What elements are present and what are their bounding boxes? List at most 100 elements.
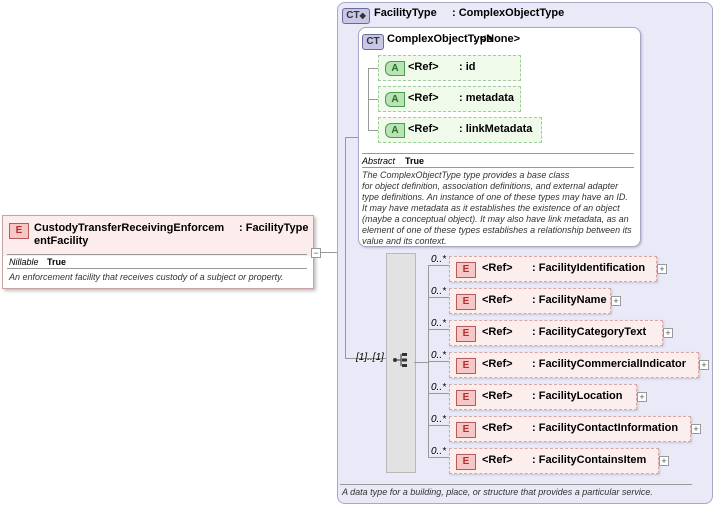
root-element-name-line2: entFacility xyxy=(34,235,89,247)
element-badge-icon: E xyxy=(456,262,476,278)
root-element-box[interactable]: E CustodyTransferReceivingEnforcem : Fac… xyxy=(2,215,314,289)
attribute-badge-icon: A xyxy=(385,123,405,138)
connector-line xyxy=(428,425,449,426)
complex-type-badge-icon: CT xyxy=(362,34,384,50)
element-facility-name[interactable]: E <Ref> : FacilityName xyxy=(449,288,611,314)
sequence-cardinality: [1]..[1] xyxy=(356,352,384,363)
connector-line xyxy=(368,68,378,69)
attribute-id[interactable]: A <Ref> : id xyxy=(378,55,521,81)
complex-object-type-description: The ComplexObjectType type provides a ba… xyxy=(362,170,637,247)
connector-line xyxy=(312,252,338,253)
complex-type-badge-icon: CT◆ xyxy=(342,8,370,24)
connector-line xyxy=(345,137,346,358)
divider xyxy=(362,167,634,168)
element-facility-identification[interactable]: E <Ref> : FacilityIdentification xyxy=(449,256,657,282)
element-cardinality: 0..* xyxy=(431,318,447,329)
connector-line xyxy=(345,358,387,359)
element-cardinality: 0..* xyxy=(431,382,447,393)
connector-line xyxy=(368,99,378,100)
element-ref: <Ref> xyxy=(482,326,513,338)
root-element-description: An enforcement facility that receives cu… xyxy=(9,272,284,282)
element-facility-category-text[interactable]: E <Ref> : FacilityCategoryText xyxy=(449,320,663,346)
nillable-value: True xyxy=(47,257,67,267)
description-line: element of one of these types establishe… xyxy=(362,225,632,235)
element-ref: <Ref> xyxy=(482,262,513,274)
facility-type-base: : ComplexObjectType xyxy=(452,7,565,19)
facility-type-description: A data type for a building, place, or st… xyxy=(342,487,653,497)
element-ref: <Ref> xyxy=(482,358,513,370)
element-badge-icon: E xyxy=(456,390,476,406)
divider xyxy=(7,254,307,255)
element-facility-contact-information[interactable]: E <Ref> : FacilityContactInformation xyxy=(449,416,691,442)
attribute-metadata[interactable]: A <Ref> : metadata xyxy=(378,86,521,112)
element-type: : FacilityIdentification xyxy=(532,262,646,274)
element-badge-icon: E xyxy=(9,223,29,239)
element-facility-commercial-indicator[interactable]: E <Ref> : FacilityCommercialIndicator xyxy=(449,352,699,378)
element-badge-icon: E xyxy=(456,358,476,374)
element-badge-icon: E xyxy=(456,422,476,438)
description-line: type definitions. An instance of one of … xyxy=(362,192,628,202)
connector-line xyxy=(428,457,449,458)
element-ref: <Ref> xyxy=(482,390,513,402)
element-badge-icon: E xyxy=(456,326,476,342)
description-line: It may have metadata as it establishes t… xyxy=(362,203,620,213)
attribute-type: : metadata xyxy=(459,92,515,104)
element-facility-contains-item[interactable]: E <Ref> : FacilityContainsItem xyxy=(449,448,659,474)
element-type: : FacilityCommercialIndicator xyxy=(532,358,687,370)
element-cardinality: 0..* xyxy=(431,446,447,457)
expand-toggle-icon[interactable]: + xyxy=(659,456,669,466)
expand-toggle-icon[interactable]: + xyxy=(611,296,621,306)
complex-object-type-name: ComplexObjectType xyxy=(387,33,493,45)
connector-line xyxy=(345,137,359,138)
attribute-badge-icon: A xyxy=(385,61,405,76)
expand-toggle-icon[interactable]: + xyxy=(699,360,709,370)
element-cardinality: 0..* xyxy=(431,254,447,265)
attribute-ref: <Ref> xyxy=(408,123,439,135)
element-type: : FacilityCategoryText xyxy=(532,326,647,338)
element-badge-icon: E xyxy=(456,454,476,470)
element-cardinality: 0..* xyxy=(431,286,447,297)
connector-line xyxy=(428,393,449,394)
nillable-label: Nillable xyxy=(9,257,39,267)
expand-toggle-icon[interactable]: + xyxy=(691,424,701,434)
element-type: : FacilityName xyxy=(532,294,607,306)
collapse-toggle-icon[interactable]: − xyxy=(311,248,321,258)
divider xyxy=(340,484,692,485)
root-element-type: : FacilityType xyxy=(239,222,309,234)
connector-line xyxy=(414,362,428,363)
element-ref: <Ref> xyxy=(482,294,513,306)
attribute-ref: <Ref> xyxy=(408,92,439,104)
element-type: : FacilityContactInformation xyxy=(532,422,679,434)
element-cardinality: 0..* xyxy=(431,414,447,425)
description-line: value and its context. xyxy=(362,236,447,246)
attribute-type: : linkMetadata xyxy=(459,123,533,135)
attribute-badge-icon: A xyxy=(385,92,405,107)
description-line: (maybe a conceptual object). It may also… xyxy=(362,214,629,224)
element-ref: <Ref> xyxy=(482,422,513,434)
connector-line xyxy=(368,130,378,131)
expand-toggle-icon[interactable]: + xyxy=(663,328,673,338)
abstract-label: Abstract xyxy=(362,156,396,166)
attribute-type: : id xyxy=(459,61,476,73)
element-ref: <Ref> xyxy=(482,454,513,466)
root-element-name-line1: CustodyTransferReceivingEnforcem xyxy=(34,222,225,234)
element-type: : FacilityLocation xyxy=(532,390,623,402)
abstract-value: True xyxy=(405,156,425,166)
element-facility-location[interactable]: E <Ref> : FacilityLocation xyxy=(449,384,637,410)
connector-line xyxy=(428,265,449,266)
sequence-icon xyxy=(393,353,407,367)
element-type: : FacilityContainsItem xyxy=(532,454,647,466)
connector-line xyxy=(428,361,449,362)
attribute-linkmetadata[interactable]: A <Ref> : linkMetadata xyxy=(378,117,542,143)
attribute-ref: <Ref> xyxy=(408,61,439,73)
element-cardinality: 0..* xyxy=(431,350,447,361)
expand-toggle-icon[interactable]: + xyxy=(637,392,647,402)
divider xyxy=(7,268,307,269)
description-line: The ComplexObjectType type provides a ba… xyxy=(362,170,570,180)
divider xyxy=(362,153,634,154)
description-line: for object definition, association defin… xyxy=(362,181,619,191)
connector-line xyxy=(428,297,449,298)
element-badge-icon: E xyxy=(456,294,476,310)
expand-toggle-icon[interactable]: + xyxy=(657,264,667,274)
root-element-header xyxy=(3,216,313,256)
